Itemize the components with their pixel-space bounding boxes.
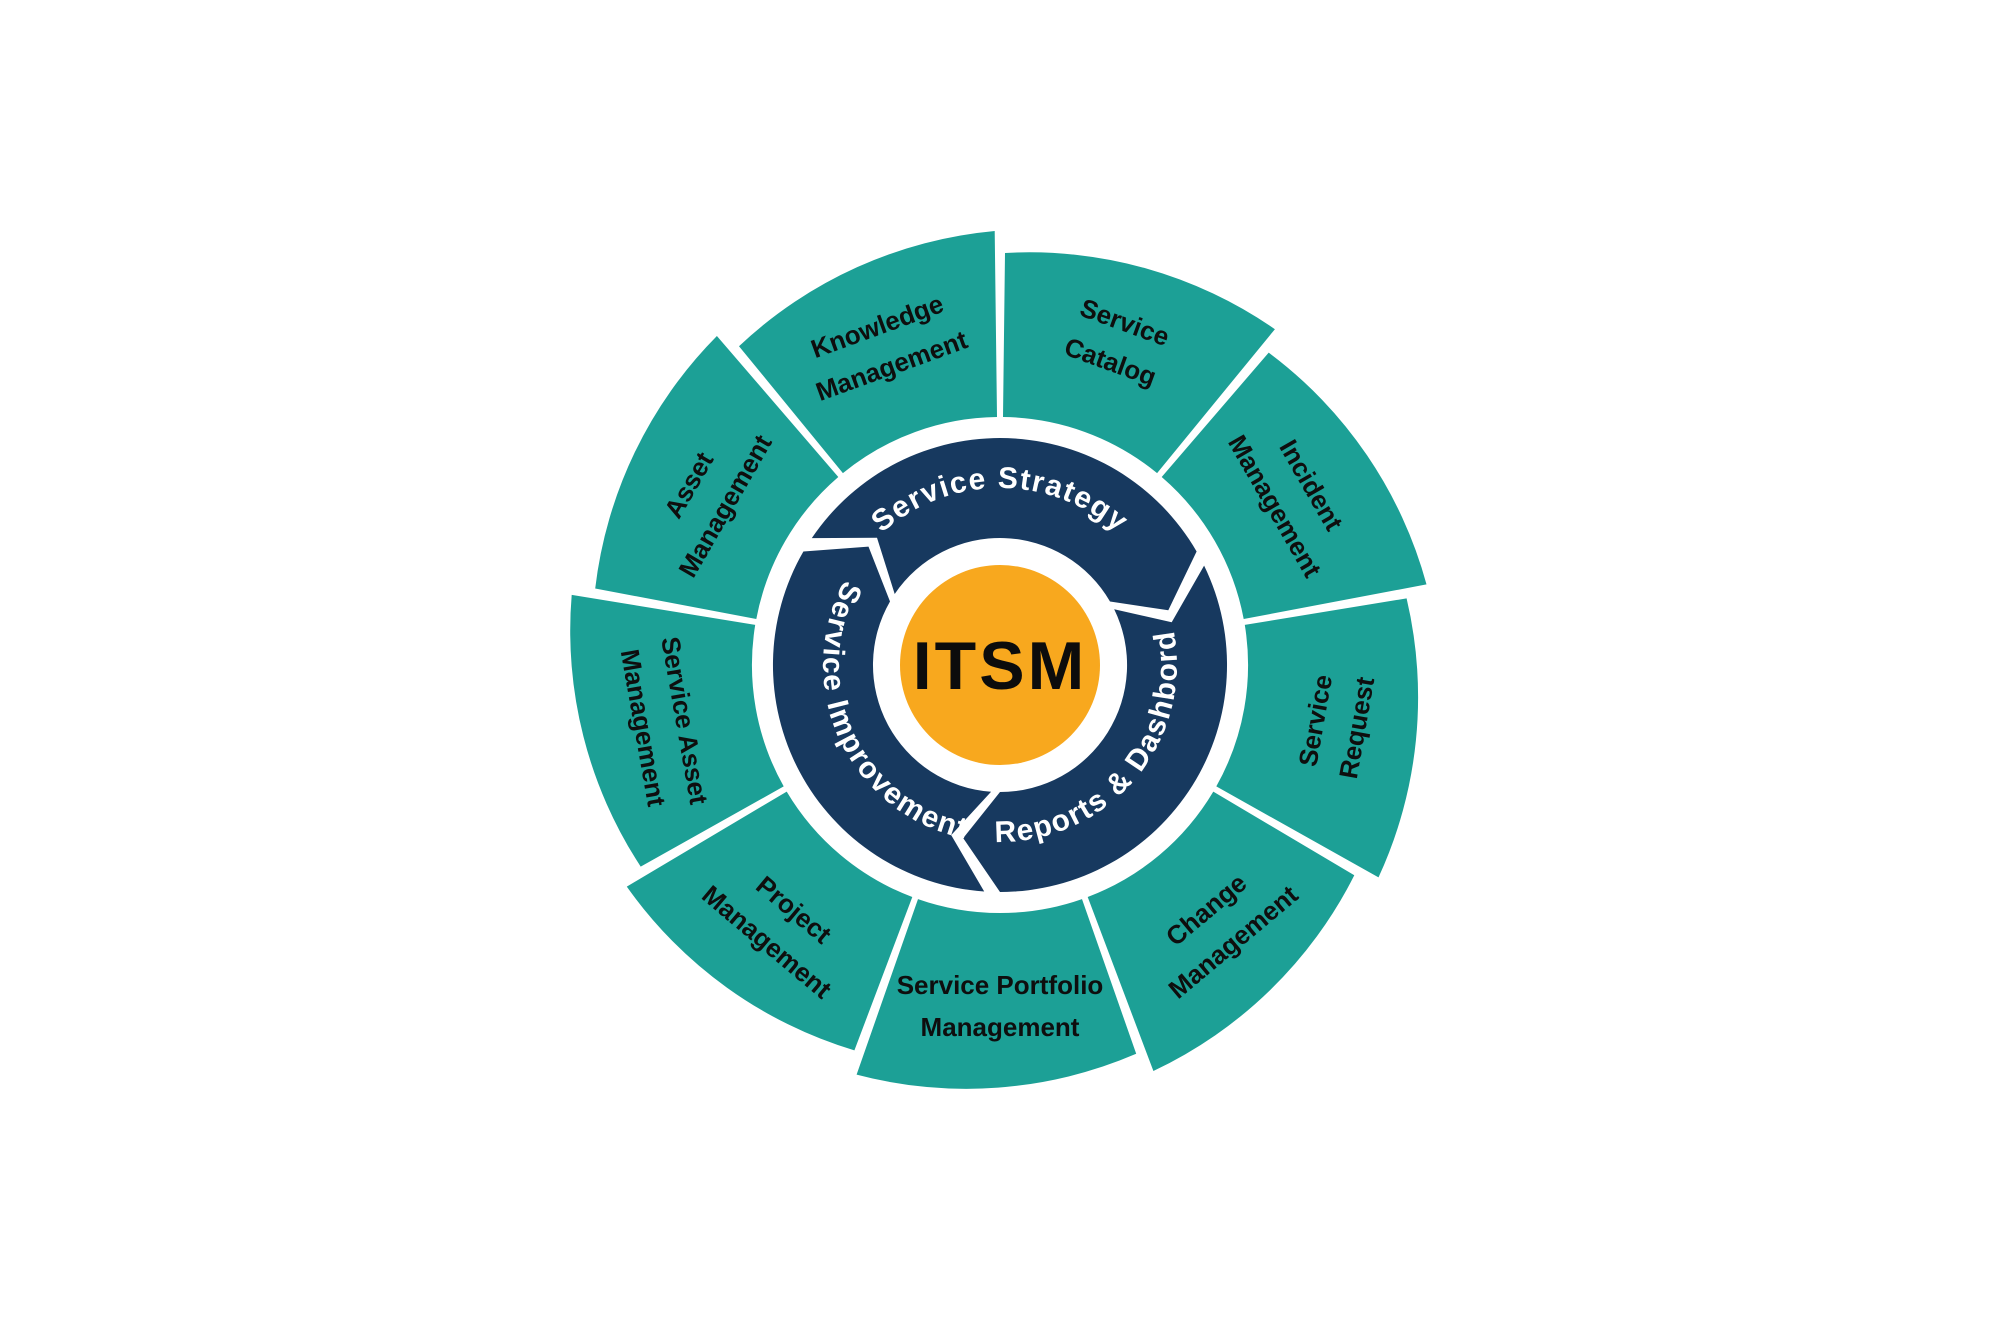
arrow-reports-dashbord: [963, 565, 1228, 892]
label-service-portfolio-management: Service Portfolio Management: [897, 970, 1104, 1042]
hub-label: ITSM: [913, 628, 1087, 704]
blade-service-asset-management: [570, 594, 784, 867]
outer-ring: [570, 231, 1427, 1089]
blade-incident-management: [1161, 352, 1427, 619]
label-line: Management: [921, 1012, 1080, 1042]
blade-change-management: [1087, 791, 1355, 1071]
blade-project-management: [626, 791, 913, 1051]
label-line: Service Portfolio: [897, 970, 1104, 1000]
blade-service-catalog: [1003, 252, 1275, 474]
blade-asset-management: [595, 336, 839, 619]
blade-service-request: [1216, 598, 1419, 878]
hub-circle: [900, 565, 1100, 765]
blade-service-portfolio-management: [856, 899, 1137, 1089]
blade-knowledge-management: [739, 231, 997, 474]
arrow-service-strategy: [811, 438, 1197, 611]
arrow-service-improvement: [772, 546, 992, 892]
center-hub: ITSM: [900, 565, 1100, 765]
